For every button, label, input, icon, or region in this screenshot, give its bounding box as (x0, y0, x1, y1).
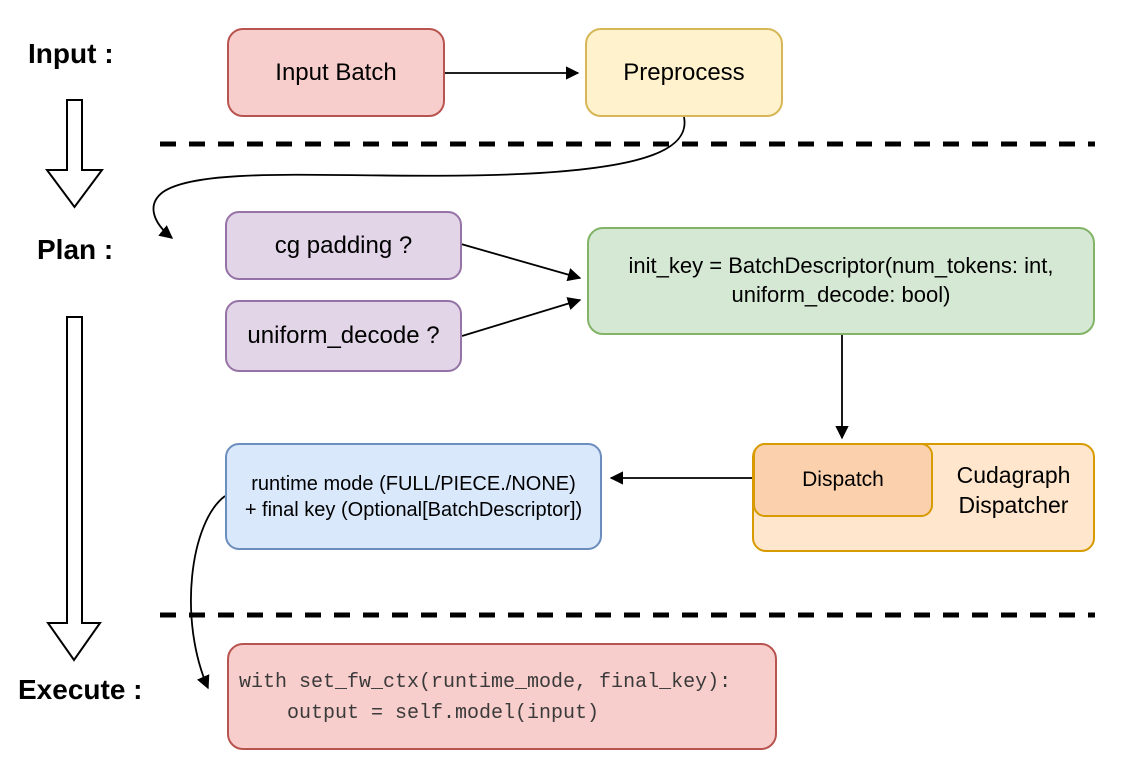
cudagraph-dispatcher-label: Cudagraph Dispatcher (936, 461, 1091, 521)
code-line2: output = self.model(input) (239, 702, 600, 725)
node-init-key: init_key = BatchDescriptor(num_tokens: i… (587, 227, 1095, 335)
code-line1: with set_fw_ctx(runtime_mode, final_key)… (239, 671, 732, 694)
node-cg-padding: cg padding ? (225, 211, 462, 280)
arrow-cgpadding-to-initkey (460, 243, 582, 282)
node-execute-code: with set_fw_ctx(runtime_mode, final_key)… (227, 643, 777, 750)
node-runtime-mode: runtime mode (FULL/PIECE./NONE) + final … (225, 443, 602, 550)
runtime-mode-line2: + final key (Optional[BatchDescriptor]) (244, 498, 583, 521)
plan-stage-label: Plan : (37, 234, 114, 265)
arrow-runtimemode-to-execute (190, 495, 226, 690)
node-dispatch: Dispatch (753, 443, 933, 517)
init-key-line2: uniform_decode: bool) (731, 282, 951, 307)
input-stage-down-arrow-icon (45, 99, 104, 209)
runtime-mode-line1: runtime mode (FULL/PIECE./NONE) (251, 472, 576, 495)
node-uniform-decode: uniform_decode ? (225, 300, 462, 372)
execute-stage-label: Execute : (18, 674, 143, 705)
arrow-uniformdecode-to-initkey (461, 297, 582, 337)
cudagraph-dispatcher-line2: Dispatcher (958, 491, 1069, 518)
node-preprocess: Preprocess (585, 28, 783, 117)
node-input-batch: Input Batch (227, 28, 445, 117)
plan-stage-down-arrow-icon (46, 316, 102, 662)
init-key-line1: init_key = BatchDescriptor(num_tokens: i… (628, 253, 1054, 279)
cudagraph-dispatcher-line1: Cudagraph (956, 462, 1071, 488)
input-stage-label: Input : (28, 38, 114, 69)
